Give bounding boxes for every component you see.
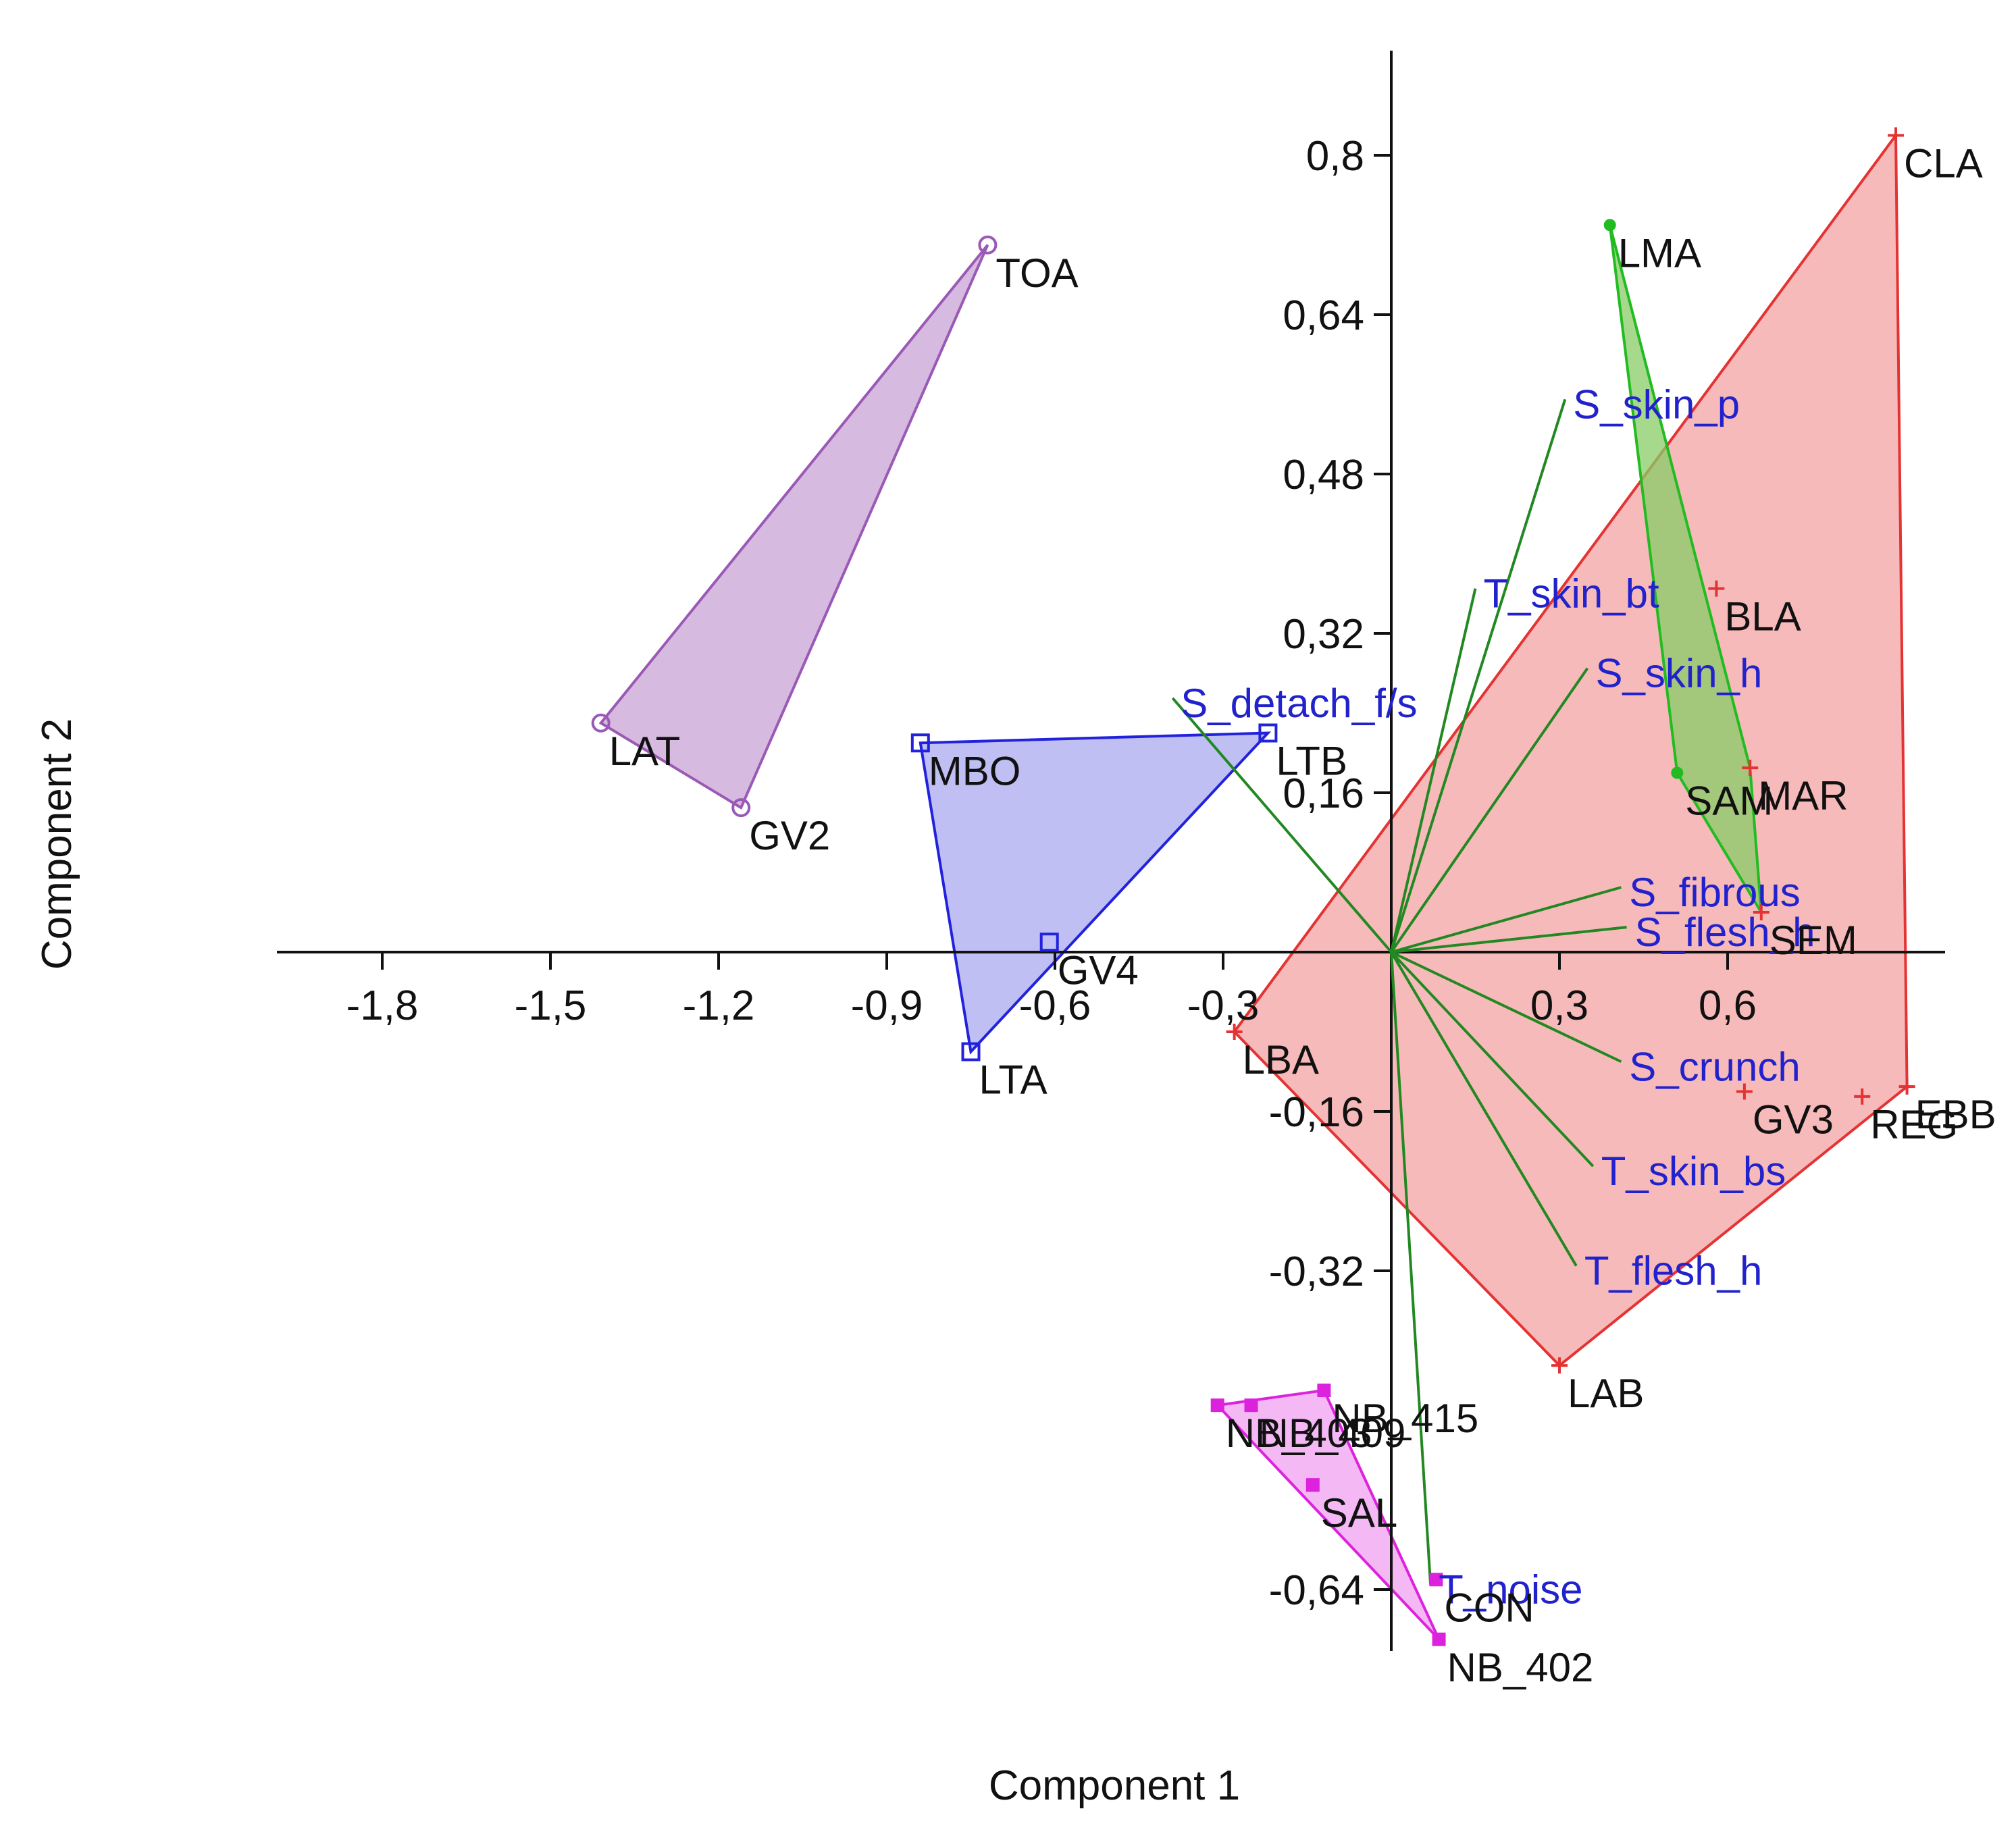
x-tick-label: -0,6	[1019, 982, 1091, 1029]
point-label-lta: LTA	[979, 1057, 1048, 1103]
loading-line-t-skin-bs	[1390, 951, 1595, 1168]
point-label-sam: SAM	[1685, 779, 1773, 824]
hull-group-1	[598, 244, 989, 810]
loading-line-s-crunch	[1391, 951, 1622, 1064]
point-lab	[1551, 1357, 1568, 1374]
y-tick-label: -0,16	[1269, 1089, 1364, 1136]
point-mar	[1742, 760, 1759, 777]
point-label-gv3: GV3	[1753, 1097, 1834, 1143]
variable-label-t-flesh-h: T_flesh_h	[1584, 1249, 1763, 1294]
axes	[277, 51, 1945, 1651]
point-nb-409	[1244, 1398, 1258, 1413]
y-tick-label: 0,8	[1306, 133, 1364, 180]
point-label-nb-415: NB_415	[1332, 1396, 1478, 1441]
variable-label-s-detach-f-s: S_detach_f/s	[1181, 681, 1417, 726]
variable-label-s-crunch: S_crunch	[1629, 1044, 1800, 1089]
sample-points	[591, 127, 1915, 1646]
point-gv2	[731, 798, 751, 818]
point-cla	[1888, 127, 1904, 144]
point-label-con: CON	[1444, 1585, 1534, 1630]
variable-label-s-fibrous: S_fibrous	[1629, 870, 1800, 915]
x-tick-label: 0,6	[1699, 982, 1757, 1029]
y-tick-label: 0,48	[1283, 452, 1364, 498]
point-label-lab: LAB	[1568, 1371, 1644, 1416]
x-axis-title: Component 1	[989, 1762, 1240, 1809]
point-label-reg: REG	[1870, 1102, 1958, 1147]
point-label-lat: LAT	[609, 729, 681, 774]
loading-line-t-skin-bt	[1390, 588, 1477, 953]
point-nb-403	[1210, 1398, 1224, 1413]
point-label-nb-409: NB_409	[1260, 1411, 1406, 1456]
variable-label-s-skin-h: S_skin_h	[1596, 651, 1763, 696]
point-label-mbo: MBO	[929, 748, 1021, 793]
point-label-nb-402: NB_402	[1447, 1645, 1594, 1690]
point-nb-402	[1432, 1632, 1446, 1646]
x-tick-label: -1,2	[683, 982, 755, 1029]
point-lta	[961, 1042, 981, 1061]
point-label-gv4: GV4	[1058, 947, 1139, 993]
point-labels: S_skin_pT_skin_btS_skin_hS_detach_f/sS_f…	[609, 141, 1996, 1690]
loading-line-s-detach-f-s	[1171, 697, 1393, 953]
loading-lines	[1171, 398, 1627, 1585]
point-label-cla: CLA	[1904, 141, 1983, 186]
point-sem	[1753, 904, 1769, 920]
point-label-ebb: EBB	[1915, 1092, 1996, 1137]
x-tick-label: -1,5	[515, 982, 587, 1029]
point-label-sal: SAL	[1321, 1490, 1397, 1536]
point-nb-415	[1317, 1384, 1331, 1397]
point-lma	[1603, 219, 1616, 232]
point-mbo	[910, 733, 930, 753]
point-label-sem: SEM	[1769, 918, 1857, 963]
point-label-gv2: GV2	[749, 813, 830, 858]
point-lat	[591, 713, 611, 733]
y-axis-title: Component 2	[34, 718, 80, 970]
y-tick-label: -0,64	[1269, 1567, 1364, 1614]
y-tick-label: 0,16	[1283, 770, 1364, 817]
y-tick-label: 0,32	[1283, 611, 1364, 658]
hull-group-2	[919, 731, 1272, 1055]
point-gv4	[1039, 933, 1059, 952]
x-tick-label: -0,9	[851, 982, 923, 1029]
point-label-bla: BLA	[1724, 594, 1801, 639]
point-gv3	[1736, 1083, 1753, 1100]
point-con	[1429, 1573, 1443, 1587]
axis-ticks: -1,8 -1,5 -1,2 -0,9 -0,6 -0,3 0,3 0,6 0,8 0,64 0,4…	[346, 133, 1757, 1614]
point-label-nb-403: NB_403	[1226, 1411, 1372, 1456]
hull-group-5	[1214, 1388, 1441, 1641]
x-tick-label: 0,3	[1530, 982, 1588, 1029]
point-label-toa: TOA	[996, 251, 1078, 296]
variable-label-s-flesh-h: S_flesh_h	[1635, 910, 1815, 955]
loading-line-t-noise	[1390, 951, 1432, 1585]
point-bla	[1708, 580, 1725, 597]
y-tick-label: -0,32	[1269, 1249, 1364, 1295]
loading-line-s-fibrous	[1391, 886, 1622, 953]
variable-label-s-skin-p: S_skin_p	[1573, 382, 1740, 427]
point-ebb	[1898, 1078, 1915, 1095]
group-hulls	[598, 131, 1909, 1641]
variable-label-t-skin-bs: T_skin_bs	[1601, 1149, 1786, 1194]
point-sam	[1671, 766, 1684, 779]
point-label-lma: LMA	[1618, 230, 1701, 276]
point-reg	[1854, 1088, 1871, 1105]
x-tick-label: -1,8	[346, 982, 419, 1029]
loading-line-s-flesh-h	[1391, 926, 1627, 953]
point-label-mar: MAR	[1758, 773, 1848, 818]
x-tick-label: -0,3	[1187, 982, 1260, 1029]
y-tick-label: 0,64	[1283, 292, 1364, 339]
point-toa	[978, 235, 998, 255]
point-label-lba: LBA	[1243, 1037, 1319, 1082]
point-ltb	[1258, 723, 1278, 743]
point-lba	[1226, 1024, 1243, 1040]
variable-label-t-skin-bt: T_skin_bt	[1484, 571, 1659, 617]
loading-line-t-flesh-h	[1390, 951, 1578, 1267]
loading-line-s-skin-p	[1390, 398, 1567, 953]
variable-label-t-noise: T_noise	[1439, 1567, 1582, 1612]
loading-line-s-skin-h	[1390, 667, 1589, 953]
point-label-ltb: LTB	[1276, 739, 1347, 784]
point-sal	[1306, 1478, 1320, 1492]
